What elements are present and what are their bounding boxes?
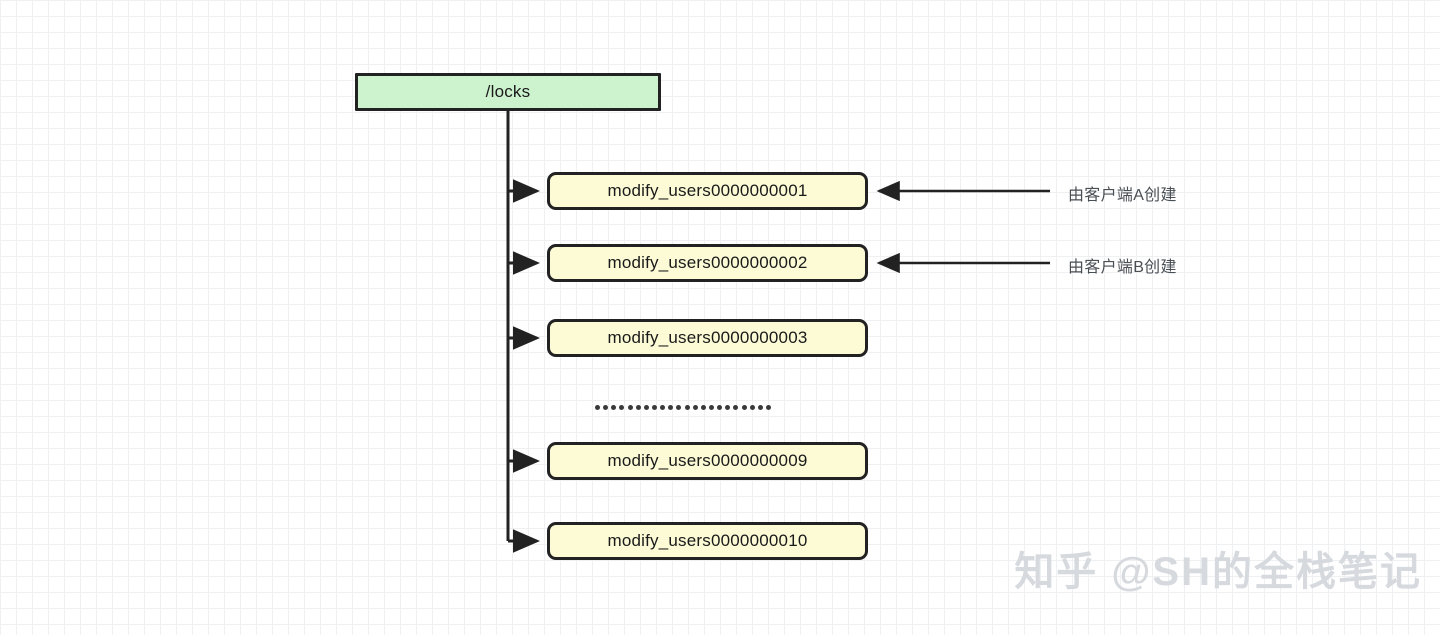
ellipsis-dot bbox=[765, 404, 771, 410]
ellipsis-dot bbox=[619, 404, 625, 410]
ellipsis-dot bbox=[595, 404, 600, 410]
node-lock-2[interactable]: modify_users0000000002 bbox=[547, 244, 868, 282]
node-lock-10[interactable]: modify_users0000000010 bbox=[547, 522, 868, 560]
annotation-client-a: 由客户端A创建 bbox=[1068, 181, 1177, 205]
ellipsis-dot bbox=[660, 404, 666, 410]
ellipsis-dot bbox=[643, 404, 649, 410]
watermark: 知乎 @SH的全栈笔记 bbox=[1014, 550, 1422, 594]
node-lock-1-label: modify_users0000000001 bbox=[607, 181, 808, 200]
ellipsis-dot bbox=[611, 404, 617, 410]
ellipsis-dot bbox=[741, 404, 747, 410]
ellipsis-dot bbox=[757, 404, 763, 410]
ellipsis-dot bbox=[668, 404, 674, 410]
annotation-client-b: 由客户端B创建 bbox=[1068, 253, 1177, 277]
ellipsis-dot bbox=[733, 404, 739, 410]
ellipsis-dot bbox=[708, 404, 714, 410]
annotation-client-b-label: 由客户端B创建 bbox=[1068, 259, 1177, 276]
ellipsis-dot bbox=[692, 404, 698, 410]
ellipsis-indicator bbox=[595, 404, 771, 410]
node-locks-root-label: /locks bbox=[485, 82, 531, 101]
node-lock-10-label: modify_users0000000010 bbox=[607, 531, 808, 550]
ellipsis-dot bbox=[627, 404, 633, 410]
ellipsis-dot bbox=[717, 404, 723, 410]
ellipsis-dot bbox=[725, 404, 731, 410]
ellipsis-dot bbox=[635, 404, 641, 410]
ellipsis-dot bbox=[700, 404, 706, 410]
ellipsis-dot bbox=[684, 404, 690, 410]
node-lock-1[interactable]: modify_users0000000001 bbox=[547, 172, 868, 210]
node-locks-root[interactable]: /locks bbox=[355, 73, 661, 111]
ellipsis-dot bbox=[603, 404, 609, 410]
annotation-client-a-label: 由客户端A创建 bbox=[1068, 187, 1177, 204]
node-lock-9[interactable]: modify_users0000000009 bbox=[547, 442, 868, 480]
node-lock-2-label: modify_users0000000002 bbox=[607, 253, 808, 272]
ellipsis-dot bbox=[676, 404, 682, 410]
node-lock-3[interactable]: modify_users0000000003 bbox=[547, 319, 868, 357]
ellipsis-dot bbox=[651, 404, 657, 410]
node-lock-3-label: modify_users0000000003 bbox=[607, 328, 808, 347]
ellipsis-dot bbox=[749, 404, 755, 410]
node-lock-9-label: modify_users0000000009 bbox=[607, 451, 808, 470]
